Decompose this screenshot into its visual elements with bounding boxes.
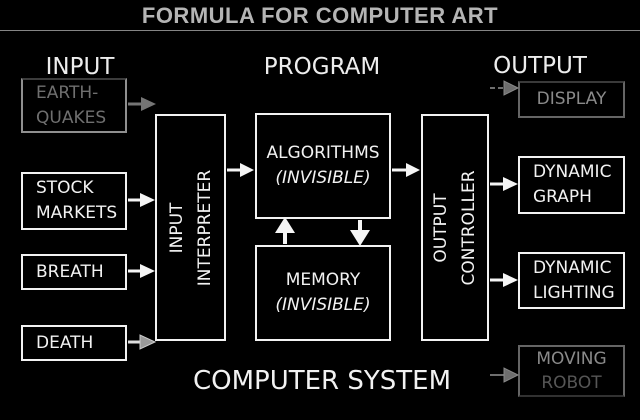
node-stock-markets: STOCK MARKETS (21, 172, 127, 230)
node-moving-robot-line1: MOVING (536, 349, 607, 369)
node-input-interpreter-label: INPUT INTERPRETER (163, 169, 219, 285)
arrow-earthquakes-to-interpreter (128, 97, 156, 111)
arrow-algorithms-to-memory (350, 220, 370, 246)
node-breath-label: BREATH (36, 261, 104, 282)
node-stock-markets-line1: STOCK (36, 178, 94, 198)
arrow-controller-to-dynamic-graph (490, 177, 518, 191)
node-display: DISPLAY (518, 81, 625, 118)
node-output-controller: OUTPUT CONTROLLER (421, 114, 489, 341)
node-output-controller-line2: CONTROLLER (459, 169, 479, 286)
node-input-interpreter: INPUT INTERPRETER (155, 114, 226, 341)
node-dynamic-lighting: DYNAMIC LIGHTING (518, 252, 625, 309)
column-header-program: PROGRAM (263, 54, 381, 80)
node-stock-markets-line2: MARKETS (36, 203, 118, 223)
node-output-controller-line1: OUTPUT (431, 192, 451, 263)
arrow-stock-markets-to-interpreter (128, 193, 155, 207)
arrow-breath-to-interpreter (128, 264, 155, 278)
arrow-memory-to-algorithms (275, 217, 295, 244)
node-earthquakes-line2: QUAKES (36, 107, 107, 128)
node-memory-title: MEMORY (285, 270, 361, 290)
node-death: DEATH (21, 325, 127, 361)
node-output-controller-label: OUTPUT CONTROLLER (427, 170, 483, 285)
node-moving-robot: MOVING ROBOT (518, 345, 625, 397)
node-dynamic-lighting-line2: LIGHTING (533, 282, 615, 303)
node-dynamic-graph-line1: DYNAMIC (533, 162, 612, 182)
node-algorithms-title: ALGORITHMS (266, 143, 380, 163)
diagram-title: FORMULA FOR COMPUTER ART (141, 3, 499, 28)
node-dynamic-lighting-line1: DYNAMIC (533, 257, 612, 278)
node-death-label: DEATH (36, 332, 94, 353)
node-moving-robot-line2: ROBOT (541, 373, 602, 393)
arrow-death-to-interpreter (128, 334, 157, 350)
column-header-input: INPUT (45, 54, 115, 80)
title-divider (0, 30, 640, 31)
node-earthquakes-line1: EARTH- (36, 82, 99, 103)
node-breath: BREATH (21, 254, 127, 290)
node-earthquakes: EARTH- QUAKES (21, 78, 127, 133)
node-dynamic-graph-line2: GRAPH (533, 187, 592, 207)
node-algorithms-subtitle: (INVISIBLE) (275, 168, 371, 188)
node-algorithms: ALGORITHMS (INVISIBLE) (255, 113, 391, 219)
node-input-interpreter-line1: INPUT (166, 202, 187, 253)
arrow-controller-to-dynamic-lighting (490, 273, 518, 287)
column-header-output: OUTPUT (493, 53, 587, 79)
node-memory: MEMORY (INVISIBLE) (255, 245, 391, 341)
arrow-algorithms-to-controller (392, 163, 420, 177)
node-input-interpreter-line2: INTERPRETER (194, 169, 215, 286)
system-label: COMPUTER SYSTEM (192, 366, 452, 396)
arrow-controller-to-display (490, 80, 520, 96)
node-display-label: DISPLAY (536, 89, 607, 109)
arrow-interpreter-to-algorithms (227, 163, 254, 177)
node-dynamic-graph: DYNAMIC GRAPH (518, 156, 625, 214)
node-memory-subtitle: (INVISIBLE) (275, 295, 371, 315)
